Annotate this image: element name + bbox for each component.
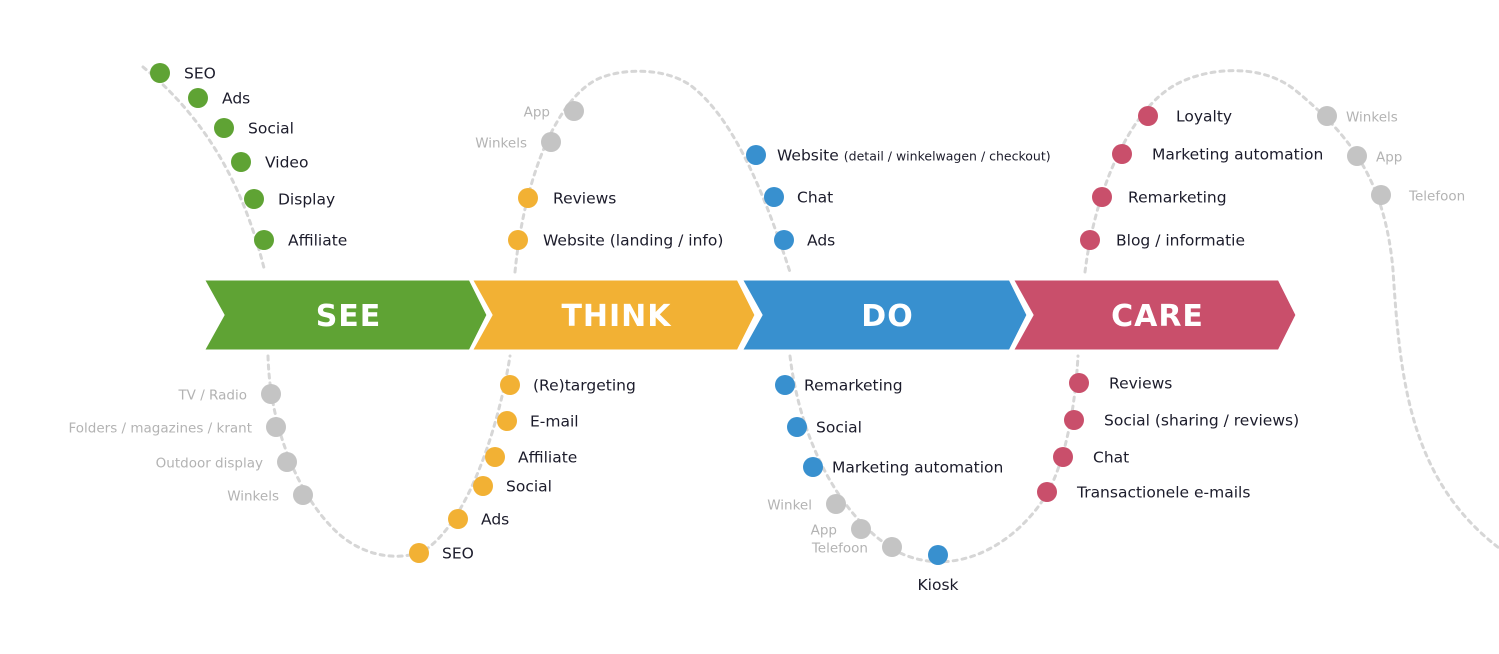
touchpoint-dot-app <box>851 519 871 539</box>
stage-arrow-do <box>738 277 1030 353</box>
touchpoint-dot-telefoon <box>882 537 902 557</box>
touchpoint-label-social-sharing-reviews: Social (sharing / reviews) <box>1104 412 1299 430</box>
touchpoint-dot-app <box>564 101 584 121</box>
touchpoint-label-ads: Ads <box>222 90 250 108</box>
touchpoint-label-social: Social <box>816 419 862 437</box>
touchpoint-label-winkels: Winkels <box>227 489 279 505</box>
touchpoint-label-telefoon: Telefoon <box>811 541 868 557</box>
touchpoint-dot-app <box>1347 146 1367 166</box>
stage-label-think: THINK <box>561 299 672 334</box>
stage-arrow-think <box>468 277 758 353</box>
touchpoint-label-chat: Chat <box>1093 449 1129 467</box>
touchpoint-label-display: Display <box>278 191 335 209</box>
touchpoint-label-affiliate: Affiliate <box>518 449 577 467</box>
touchpoint-dot-marketing-automation <box>803 457 823 477</box>
touchpoint-label-seo: SEO <box>442 545 474 563</box>
touchpoint-dot-social <box>473 476 493 496</box>
touchpoint-label-social: Social <box>506 478 552 496</box>
touchpoint-dot-winkels <box>541 132 561 152</box>
touchpoint-label-winkel: Winkel <box>767 498 812 514</box>
touchpoint-dot-reviews <box>518 188 538 208</box>
touchpoint-dot-winkel <box>826 494 846 514</box>
touchpoint-label-blog-informatie: Blog / informatie <box>1116 232 1245 250</box>
touchpoint-dot-outdoor-display <box>277 452 297 472</box>
touchpoint-label-ads: Ads <box>807 232 835 250</box>
touchpoint-dot-remarketing <box>1092 187 1112 207</box>
touchpoint-dot-social-sharing-reviews <box>1064 410 1084 430</box>
touchpoint-dot-seo <box>409 543 429 563</box>
touchpoint-label-ads: Ads <box>481 511 509 529</box>
touchpoint-dot-marketing-automation <box>1112 144 1132 164</box>
touchpoint-label-affiliate: Affiliate <box>288 232 347 250</box>
touchpoint-dot-loyalty <box>1138 106 1158 126</box>
touchpoint-label-app: App <box>524 105 550 121</box>
touchpoint-label-e-mail: E-mail <box>530 413 579 431</box>
touchpoint-label-chat: Chat <box>797 189 833 207</box>
curve-segment <box>266 354 427 558</box>
touchpoint-dot-website-landing-info <box>508 230 528 250</box>
touchpoint-dot-winkels <box>1317 106 1337 126</box>
touchpoint-label-marketing-automation: Marketing automation <box>1152 146 1323 164</box>
touchpoint-label-tv-radio: TV / Radio <box>177 388 247 404</box>
touchpoint-label-loyalty: Loyalty <box>1176 108 1232 126</box>
curve-segment <box>1083 69 1499 550</box>
touchpoint-label-remarketing: Remarketing <box>804 377 903 395</box>
touchpoint-dots <box>150 63 1391 565</box>
touchpoint-dot-seo <box>150 63 170 83</box>
touchpoint-label-folders-magazines-krant: Folders / magazines / krant <box>68 421 252 437</box>
touchpoint-label-winkels: Winkels <box>1346 110 1398 126</box>
touchpoint-dot-re-targeting <box>500 375 520 395</box>
touchpoint-label-telefoon: Telefoon <box>1408 189 1465 205</box>
touchpoint-label-re-targeting: (Re)targeting <box>533 377 636 395</box>
touchpoint-dot-social <box>787 417 807 437</box>
curve-segment <box>513 69 792 274</box>
touchpoint-dot-ads <box>188 88 208 108</box>
stage-label-care: CARE <box>1111 299 1204 334</box>
stage-arrow-care <box>1009 277 1299 353</box>
touchpoint-dot-ads <box>448 509 468 529</box>
touchpoint-dot-chat <box>764 187 784 207</box>
touchpoint-label-app: App <box>1376 150 1402 166</box>
touchpoint-dot-dot <box>928 545 948 565</box>
stage-label-see: SEE <box>316 299 382 334</box>
touchpoint-dot-affiliate <box>254 230 274 250</box>
touchpoint-label-website-landing-info: Website (landing / info) <box>543 232 723 250</box>
curve-segment <box>141 65 267 274</box>
stage-arrows: SEE THINK DO CARE <box>200 277 1299 353</box>
touchpoint-dot-remarketing <box>775 375 795 395</box>
touchpoint-dot-telefoon <box>1371 185 1391 205</box>
touchpoint-dot-transactionele-e-mails <box>1037 482 1057 502</box>
touchpoint-dot-blog-informatie <box>1080 230 1100 250</box>
touchpoint-dot-folders-magazines-krant <box>266 417 286 437</box>
touchpoint-label-seo: SEO <box>184 65 216 83</box>
touchpoint-label-remarketing: Remarketing <box>1128 189 1227 207</box>
touchpoint-dot-reviews <box>1069 373 1089 393</box>
touchpoint-dot-social <box>214 118 234 138</box>
touchpoint-dot-tv-radio <box>261 384 281 404</box>
touchpoint-label-transactionele-e-mails: Transactionele e-mails <box>1076 484 1250 502</box>
touchpoint-label-video: Video <box>265 154 308 172</box>
touchpoint-label-reviews: Reviews <box>553 190 616 208</box>
touchpoint-dot-video <box>231 152 251 172</box>
touchpoint-label-winkels: Winkels <box>475 136 527 152</box>
touchpoint-label-reviews: Reviews <box>1109 375 1172 393</box>
touchpoint-dot-display <box>244 189 264 209</box>
touchpoint-label-social: Social <box>248 120 294 138</box>
touchpoint-dot-e-mail <box>497 411 517 431</box>
touchpoint-dot-affiliate <box>485 447 505 467</box>
touchpoint-label-app: App <box>811 523 837 539</box>
touchpoint-label-marketing-automation: Marketing automation <box>832 459 1003 477</box>
touchpoint-dot-winkels <box>293 485 313 505</box>
touchpoint-label-website: Website(detail / winkelwagen / checkout) <box>777 147 1051 165</box>
touchpoint-dot-ads <box>774 230 794 250</box>
touchpoint-dot-chat <box>1053 447 1073 467</box>
stage-label-do: DO <box>861 299 913 334</box>
touchpoint-label-outdoor-display: Outdoor display <box>156 456 263 472</box>
touchpoint-dot-website <box>746 145 766 165</box>
touchpoint-label-kiosk: Kiosk <box>917 576 958 594</box>
